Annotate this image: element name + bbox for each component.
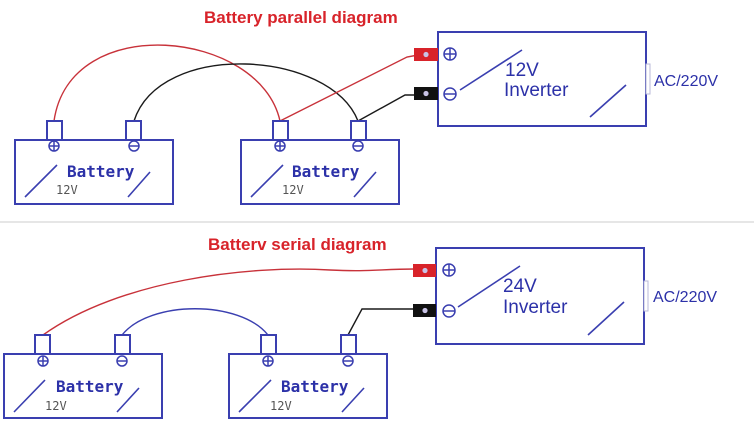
decor-slash — [250, 164, 284, 198]
positive-terminal — [46, 120, 63, 141]
parallel-battery-2: Battery 12V — [240, 120, 400, 205]
negative-terminal — [125, 120, 142, 141]
parallel-battery-1: Battery 12V — [14, 120, 174, 205]
ac-output-port — [645, 63, 651, 95]
connector-screw-icon — [422, 307, 428, 314]
inverter-label: Inverter — [504, 80, 569, 101]
battery-voltage: 12V — [45, 399, 67, 413]
negative-terminal — [340, 334, 357, 355]
battery-label: Battery — [292, 162, 360, 181]
serial-diagram: Batterv serial diagram Battery 12V B — [3, 235, 717, 419]
battery-body — [240, 139, 400, 205]
serial-battery-1: Battery 12V — [3, 334, 163, 419]
battery-voltage: 12V — [282, 183, 304, 197]
ac-output-label: AC/220V — [654, 73, 718, 90]
wire-black-battery1-to-battery2 — [133, 63, 359, 122]
minus-symbol-icon — [342, 355, 354, 367]
decor-slash — [13, 379, 46, 413]
plus-symbol-icon — [262, 355, 274, 367]
plus-symbol-icon — [37, 355, 49, 367]
wire-red-battery1-to-battery2 — [53, 44, 281, 122]
minus-symbol-icon — [442, 304, 456, 318]
battery-voltage: 12V — [56, 183, 78, 197]
connector-screw-icon — [423, 90, 429, 97]
battery-label: Battery — [67, 162, 135, 181]
inverter-voltage: 24V — [503, 276, 537, 297]
decor-slash — [116, 387, 140, 413]
minus-symbol-icon — [128, 140, 140, 152]
connector-screw-icon — [422, 267, 428, 274]
minus-symbol-icon — [443, 87, 457, 101]
decor-slash — [587, 301, 625, 336]
decor-slash — [353, 171, 377, 198]
battery-label: Battery — [281, 377, 349, 396]
decor-slash — [238, 379, 272, 413]
decor-slash — [341, 387, 365, 413]
inverter-body — [437, 31, 647, 127]
ac-output-port — [643, 280, 649, 312]
inverter-voltage: 12V — [505, 60, 539, 81]
plus-symbol-icon — [48, 140, 60, 152]
inverter-label: Inverter — [503, 297, 568, 318]
plus-symbol-icon — [443, 47, 457, 61]
negative-terminal — [114, 334, 131, 355]
decor-slash — [127, 171, 151, 198]
parallel-diagram: Battery parallel diagram Battery 12V — [14, 8, 718, 205]
positive-terminal — [34, 334, 51, 355]
wire-red-battery2-to-inverter — [279, 54, 419, 122]
inverter-body — [435, 247, 645, 345]
wire-blue-battery1-to-battery2 — [121, 308, 269, 336]
decor-slash — [24, 164, 58, 198]
minus-symbol-icon — [116, 355, 128, 367]
decor-slash — [459, 49, 523, 91]
wire-red-battery1-to-inverter — [42, 268, 416, 336]
minus-symbol-icon — [352, 140, 364, 152]
battery-body — [3, 353, 163, 419]
positive-terminal — [260, 334, 277, 355]
wire-black-battery2-to-inverter — [357, 94, 418, 122]
plus-symbol-icon — [274, 140, 286, 152]
battery-label: Battery — [56, 377, 124, 396]
battery-body — [14, 139, 174, 205]
decor-slash — [457, 265, 521, 308]
decor-slash — [589, 84, 627, 118]
battery-body — [228, 353, 388, 419]
negative-terminal — [350, 120, 367, 141]
parallel-inverter: 12V Inverter AC/220V — [414, 31, 718, 127]
positive-terminal — [272, 120, 289, 141]
serial-battery-2: Battery 12V — [228, 334, 388, 419]
plus-symbol-icon — [442, 263, 456, 277]
wire-black-battery2-to-inverter — [347, 308, 415, 336]
parallel-title: Battery parallel diagram — [204, 8, 398, 27]
battery-voltage: 12V — [270, 399, 292, 413]
connector-screw-icon — [423, 51, 429, 58]
serial-title: Batterv serial diagram — [208, 235, 387, 254]
serial-inverter: 24V Inverter AC/220V — [413, 247, 717, 345]
ac-output-label: AC/220V — [653, 289, 717, 306]
